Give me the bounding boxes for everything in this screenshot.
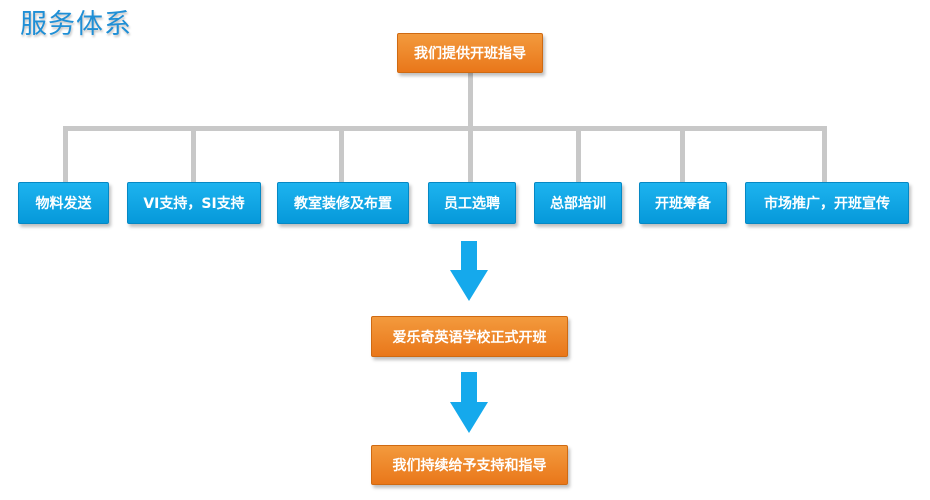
- middle-box-label: 爱乐奇英语学校正式开班: [392, 329, 547, 346]
- connector-drop: [822, 126, 827, 183]
- service-box-vi-si: VI支持，SI支持: [127, 182, 261, 224]
- service-box-classroom: 教室装修及布置: [277, 182, 409, 224]
- service-box-recruitment: 员工选聘: [428, 182, 516, 224]
- page-title: 服务体系: [20, 9, 132, 40]
- top-box: 我们提供开班指导: [397, 33, 543, 73]
- service-box-training: 总部培训: [534, 182, 622, 224]
- service-box-materials: 物料发送: [18, 182, 109, 224]
- service-box-preparation: 开班筹备: [639, 182, 727, 224]
- down-arrow-icon: [450, 241, 488, 301]
- service-box-label: 总部培训: [550, 196, 606, 212]
- service-box-marketing: 市场推广，开班宣传: [745, 182, 909, 224]
- connector-drop: [63, 126, 68, 183]
- service-box-label: 开班筹备: [655, 196, 711, 212]
- connector-drop: [339, 126, 344, 183]
- service-box-label: 市场推广，开班宣传: [764, 196, 890, 212]
- down-arrow-icon: [450, 372, 488, 433]
- service-box-label: 教室装修及布置: [294, 196, 392, 212]
- connector-drop: [680, 126, 685, 183]
- service-box-label: 物料发送: [35, 196, 92, 212]
- connector-bus: [63, 126, 827, 131]
- top-box-label: 我们提供开班指导: [414, 46, 526, 62]
- connector-drop: [191, 126, 196, 183]
- connector-trunk: [468, 72, 473, 128]
- middle-box: 爱乐奇英语学校正式开班: [371, 316, 568, 357]
- connector-drop: [468, 126, 473, 183]
- bottom-box: 我们持续给予支持和指导: [371, 445, 568, 485]
- connector-drop: [576, 126, 581, 183]
- service-box-label: VI支持，SI支持: [143, 196, 245, 212]
- service-box-label: 员工选聘: [444, 196, 500, 212]
- bottom-box-label: 我们持续给予支持和指导: [392, 458, 547, 474]
